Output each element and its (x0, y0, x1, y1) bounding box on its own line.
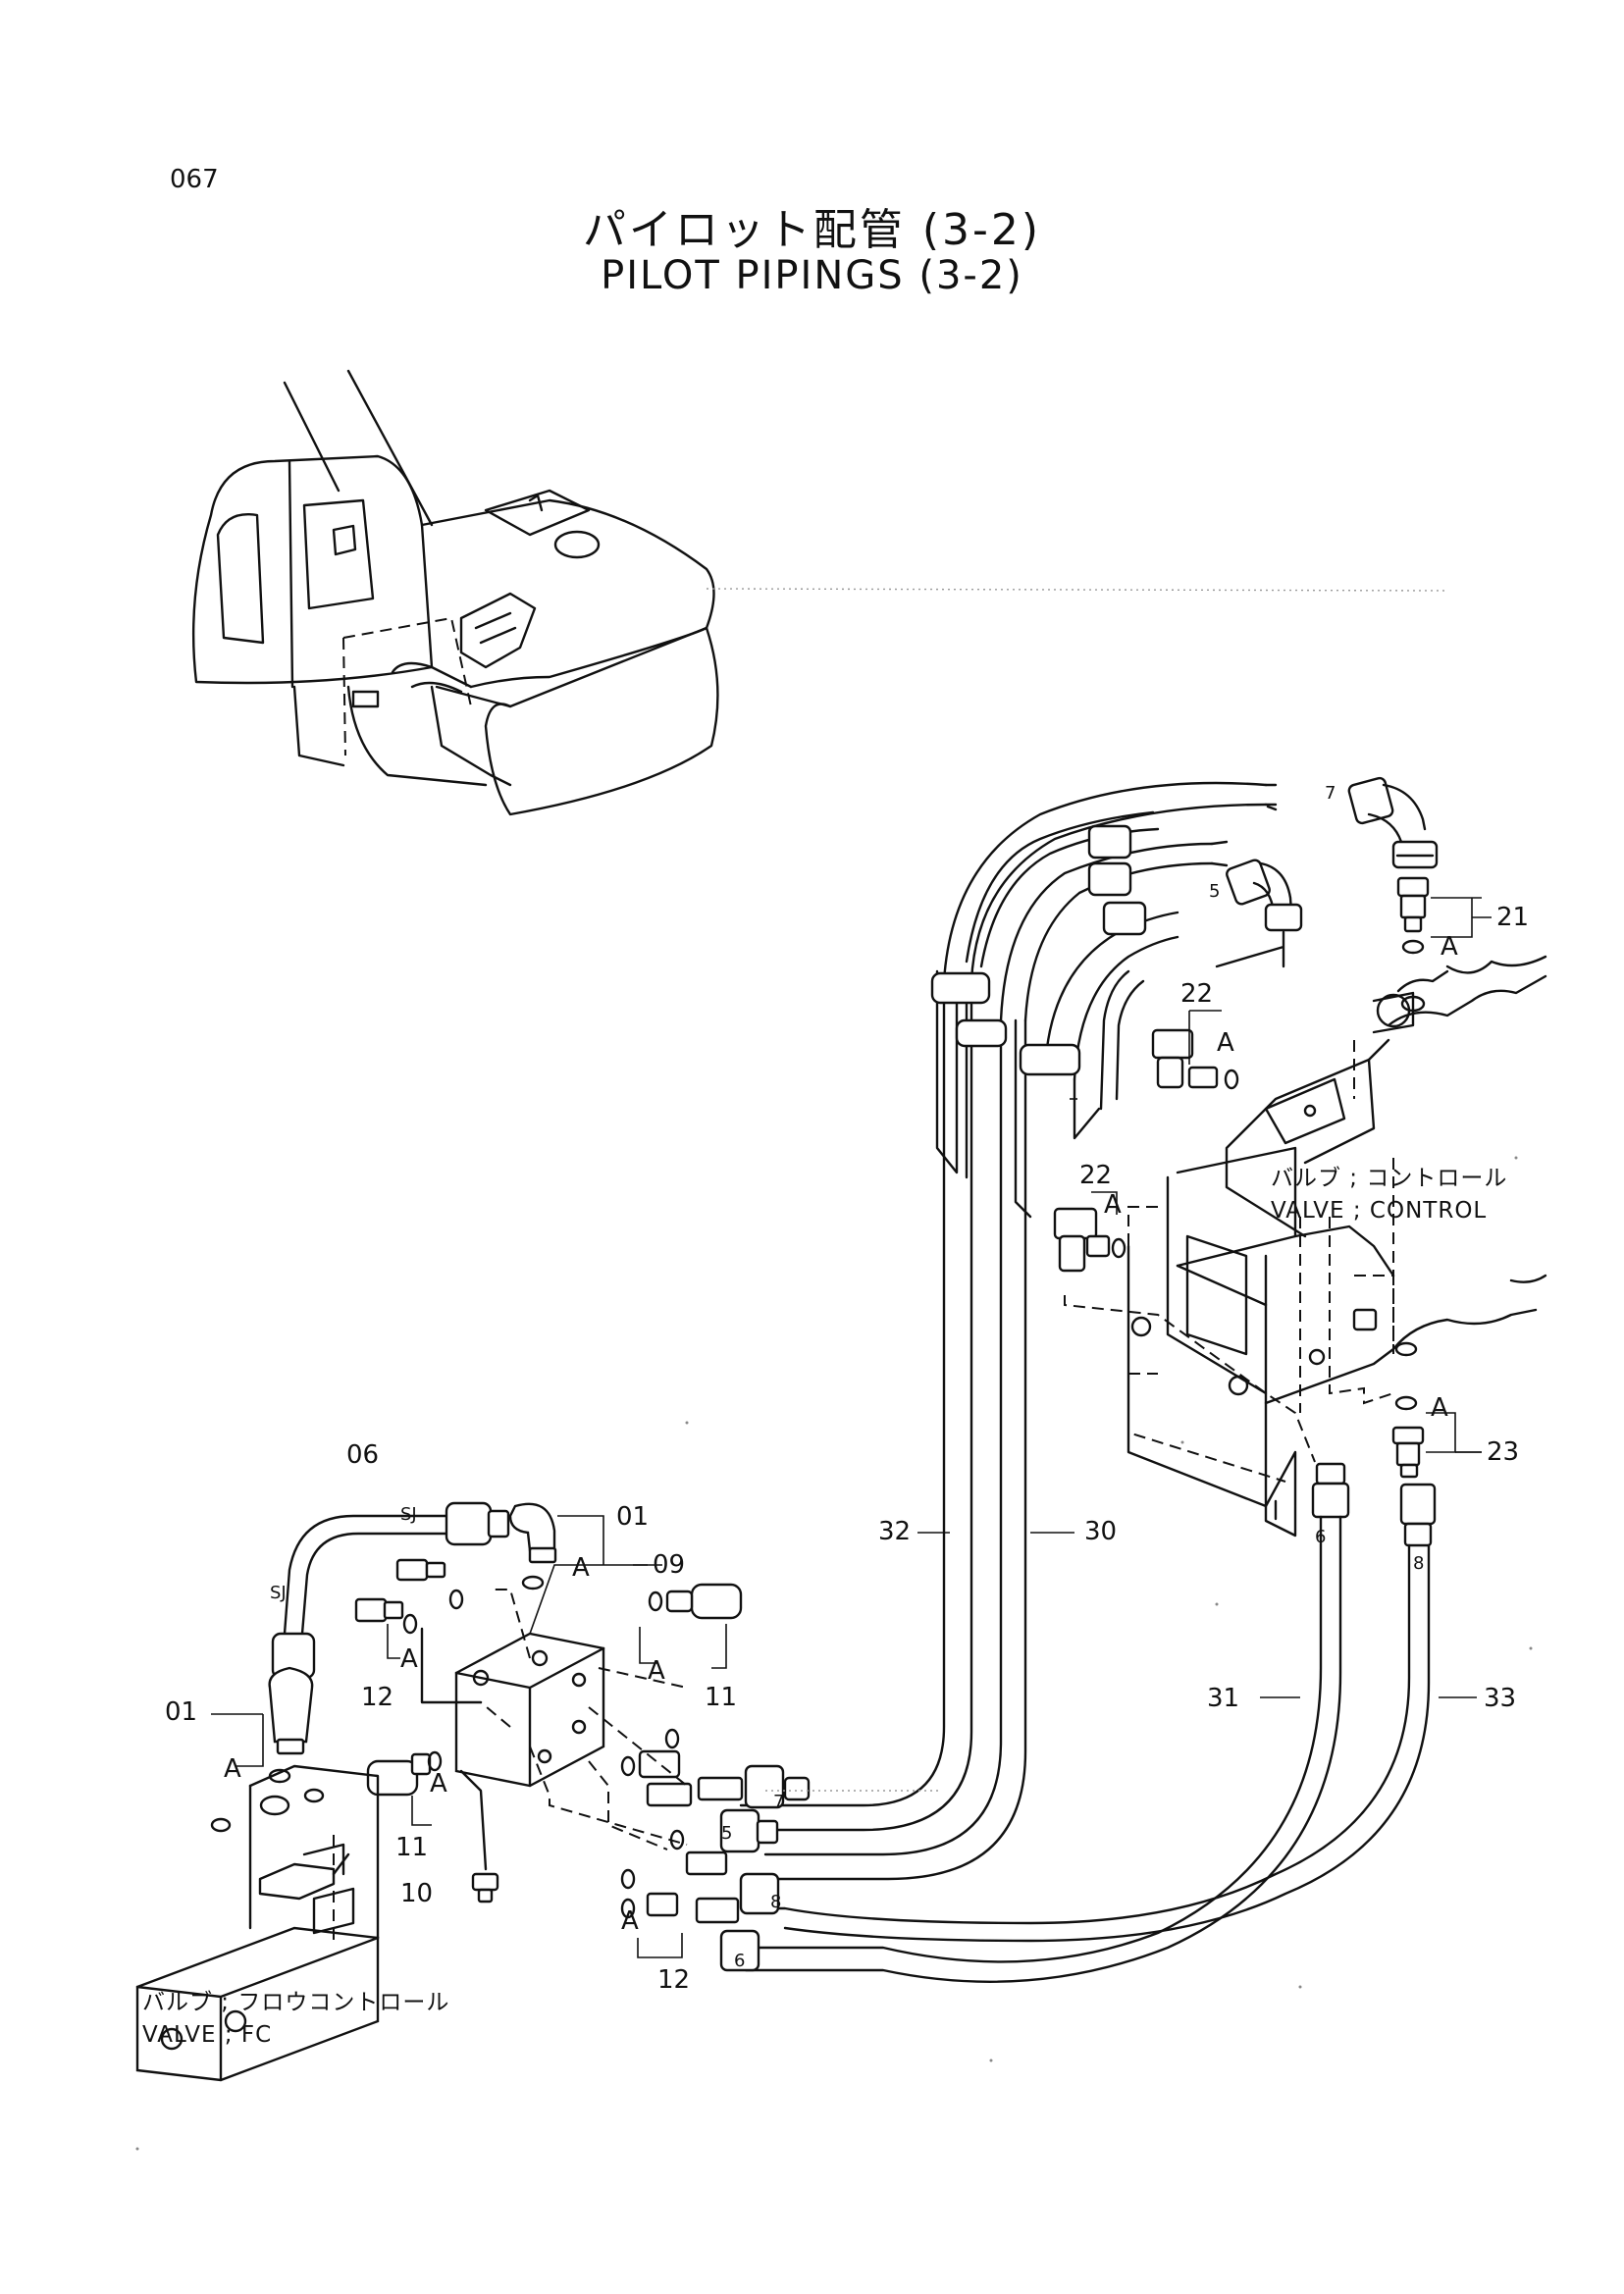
hose-mark-8-bottom: 8 (770, 1892, 782, 1912)
excavator-overview-illustration (191, 369, 1448, 816)
hose-mark-8-right: 8 (1413, 1553, 1425, 1574)
page-number: 067 (170, 165, 219, 194)
part-label-31: 31 (1207, 1684, 1240, 1713)
fitting-22-upper (1151, 1010, 1239, 1090)
fittings-11-12-around-block (354, 1558, 743, 1958)
fitting-21 (1396, 876, 1482, 1013)
hose-mark-5-top: 5 (1209, 881, 1221, 902)
part-label-12-lower: 12 (657, 1965, 691, 1995)
hose-mark-5-bottom: 5 (721, 1823, 733, 1844)
fitting-22-lower (1053, 1191, 1126, 1273)
hose-mark-6-right: 6 (1315, 1527, 1327, 1547)
control-valve-callout: バルブ ; コントロール VALVE ; CONTROL (1271, 1163, 1507, 1228)
part-label-33: 33 (1484, 1684, 1517, 1713)
hose-end-fittings (620, 1728, 811, 1972)
marker-a-23: A (1431, 1393, 1448, 1423)
marker-sj-upper: SJ (400, 1504, 417, 1525)
marker-a-01-lower: A (224, 1754, 241, 1784)
fc-valve-callout: バルブ ; フロウコントロール VALVE ; FC (142, 1987, 449, 2053)
marker-a-12-upper: A (400, 1644, 418, 1674)
scan-dots (135, 1156, 1533, 2151)
part-label-06: 06 (346, 1440, 380, 1470)
part-label-01-upper: 01 (616, 1502, 650, 1532)
title-japanese: パイロット配管 (3-2) (582, 205, 1042, 255)
marker-a-11-upper: A (648, 1656, 665, 1686)
hose-mark-6-bottom: 6 (734, 1951, 746, 1971)
manifold-block-09 (420, 1564, 688, 1903)
part-label-11-upper: 11 (705, 1683, 738, 1712)
part-label-21: 21 (1496, 903, 1530, 932)
part-label-10: 10 (400, 1879, 434, 1908)
control-valve-label-jp: バルブ ; コントロール (1271, 1166, 1508, 1191)
title-english: PILOT PIPINGS (3-2) (601, 253, 1023, 298)
fitting-23 (1391, 1341, 1482, 1479)
marker-a-11-lower: A (430, 1769, 447, 1799)
marker-a-01-upper: A (572, 1553, 590, 1583)
hoses-31-33 (744, 1462, 1477, 1983)
part-label-23: 23 (1487, 1437, 1520, 1467)
part-label-11-lower: 11 (395, 1833, 429, 1862)
fc-valve-drawing (135, 1764, 380, 2082)
fc-valve-label-en: VALVE ; FC (142, 2022, 273, 2049)
fc-valve-label-jp: バルブ ; フロウコントロール (142, 1990, 450, 2015)
hose-mark-7-top: 7 (1325, 783, 1336, 804)
marker-a-12-lower: A (621, 1906, 639, 1936)
marker-a-22-lower: A (1104, 1190, 1122, 1220)
leader-lines (633, 916, 1492, 1792)
marker-a-21: A (1441, 932, 1458, 962)
control-valve-drawing (1064, 955, 1547, 1538)
hose-06-and-fittings-01 (211, 1501, 604, 1784)
part-label-12-upper: 12 (361, 1683, 394, 1712)
hose-bundle-30-32 (739, 776, 1439, 1881)
part-label-01-lower: 01 (165, 1697, 198, 1727)
part-label-22-upper: 22 (1180, 979, 1214, 1009)
control-valve-label-en: VALVE ; CONTROL (1271, 1198, 1488, 1225)
part-label-09: 09 (653, 1550, 686, 1580)
hose-mark-7-bottom: 7 (773, 1792, 785, 1812)
marker-a-22-upper: A (1217, 1028, 1234, 1058)
marker-sj-lower: SJ (270, 1583, 287, 1603)
part-label-32: 32 (878, 1517, 912, 1546)
part-label-30: 30 (1084, 1517, 1118, 1546)
part-label-22-lower: 22 (1079, 1161, 1113, 1190)
